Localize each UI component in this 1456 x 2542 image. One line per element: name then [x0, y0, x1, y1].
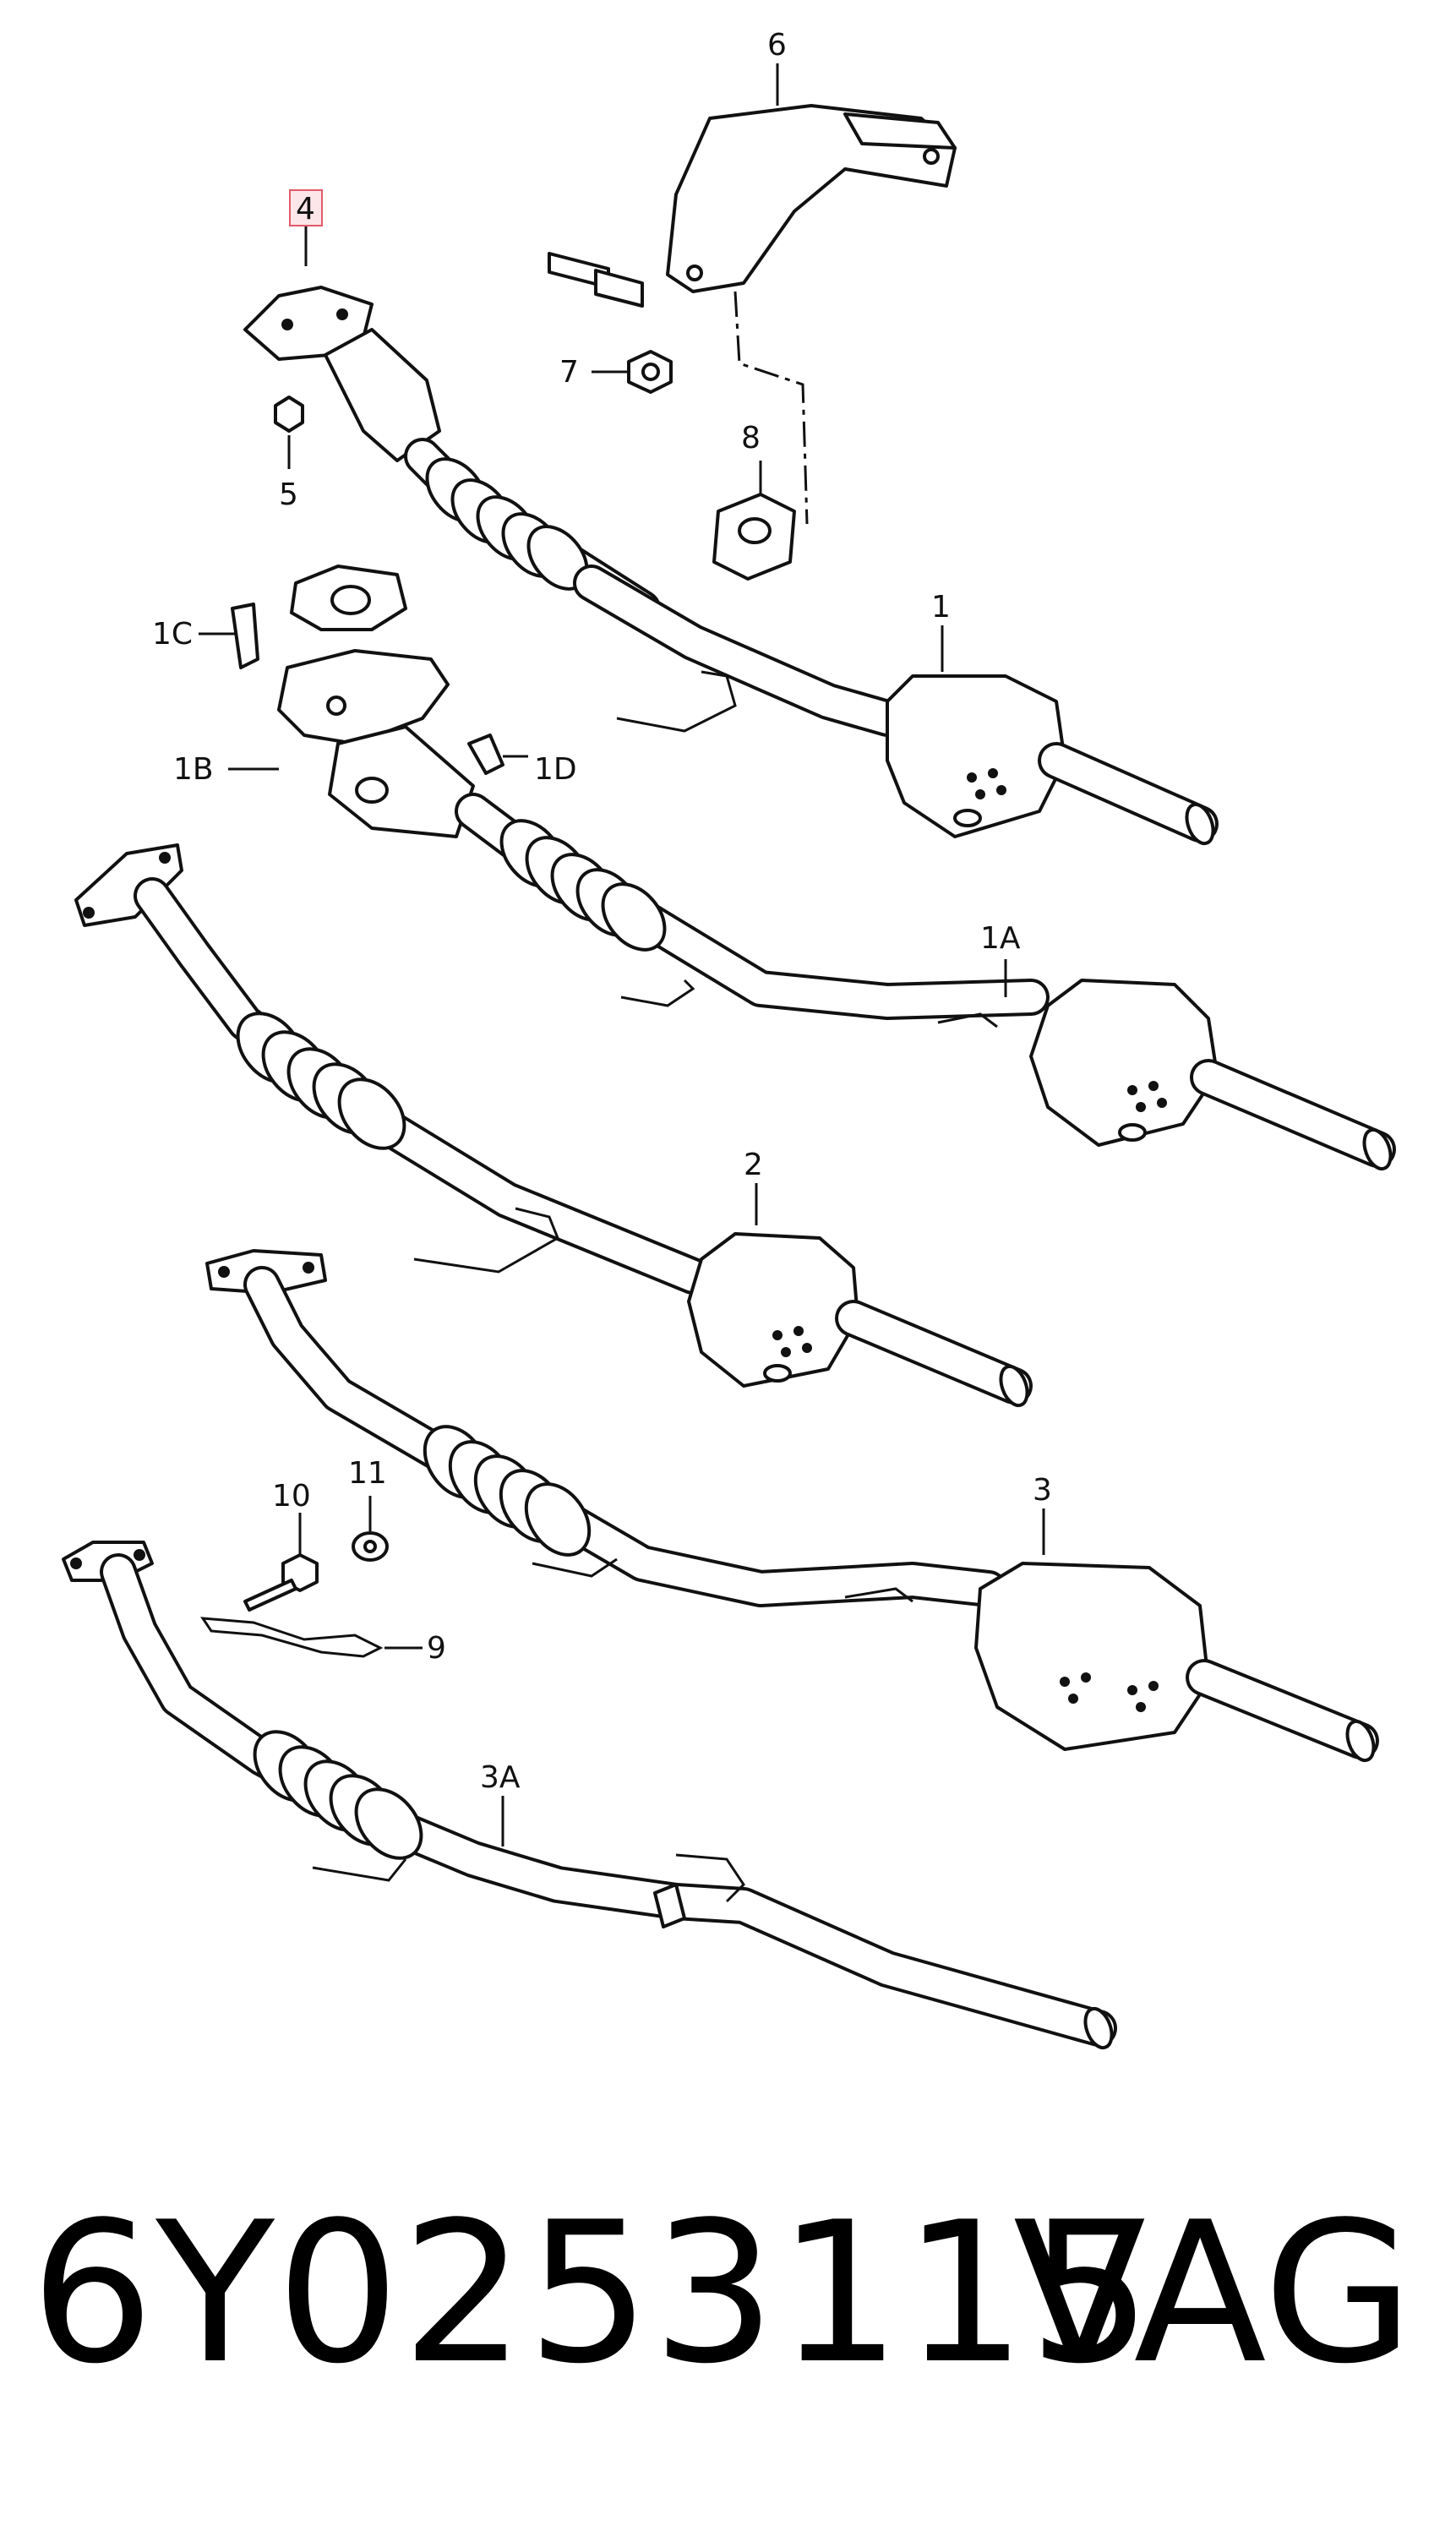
exhaust-pipe-1	[243, 286, 1219, 846]
leader-lines	[228, 63, 1045, 1846]
flex-bellows-1A	[499, 819, 667, 952]
callout-4-highlight	[289, 189, 323, 226]
callout-1A[interactable]: 1A	[980, 921, 1021, 956]
callout-7[interactable]: 7	[559, 355, 579, 390]
bracket-6	[548, 104, 957, 525]
callout-6[interactable]: 6	[767, 28, 787, 63]
brand-name: VAG	[1012, 2181, 1414, 2407]
exhaust-parts-diagram: 6 4 7 8 5 1 1C 1B 1D 1A 2 11 10 3 9 3A	[62, 28, 1396, 2050]
nut-7	[592, 350, 673, 394]
bolt-10	[243, 1513, 319, 1612]
flex-bellows-3A	[253, 1730, 423, 1860]
nut-11	[352, 1496, 389, 1562]
callout-1B[interactable]: 1B	[173, 752, 214, 787]
flex-bellows-1	[425, 457, 589, 591]
exhaust-pipe-1A	[199, 565, 1396, 1171]
callout-4[interactable]: 4	[296, 192, 315, 226]
part-number: 6Y0253115	[30, 2181, 1154, 2407]
flex-bellows-2	[236, 1012, 406, 1150]
callout-9[interactable]: 9	[427, 1631, 446, 1666]
callout-5[interactable]: 5	[279, 477, 298, 512]
callout-labels: 6 4 7 8 5 1 1C 1B 1D 1A 2 11 10 3 9 3A	[152, 28, 1052, 1795]
callout-3[interactable]: 3	[1033, 1473, 1052, 1508]
callout-1D[interactable]: 1D	[534, 752, 577, 787]
exhaust-pipe-3A	[62, 1541, 1117, 2050]
nut-5	[274, 395, 304, 469]
callout-3A[interactable]: 3A	[480, 1760, 521, 1795]
clamp-9	[200, 1617, 423, 1658]
exhaust-pipe-3	[205, 1249, 1379, 1763]
callout-1[interactable]: 1	[931, 590, 951, 625]
exhaust-pipe-2	[74, 843, 1033, 1408]
rubber-mount-8	[712, 461, 796, 581]
callout-11[interactable]: 11	[348, 1456, 387, 1491]
callout-8[interactable]: 8	[741, 421, 761, 455]
callout-2[interactable]: 2	[744, 1148, 763, 1182]
flex-bellows-3	[423, 1425, 592, 1557]
callout-1C[interactable]: 1C	[152, 617, 193, 652]
callout-10[interactable]: 10	[272, 1479, 311, 1514]
